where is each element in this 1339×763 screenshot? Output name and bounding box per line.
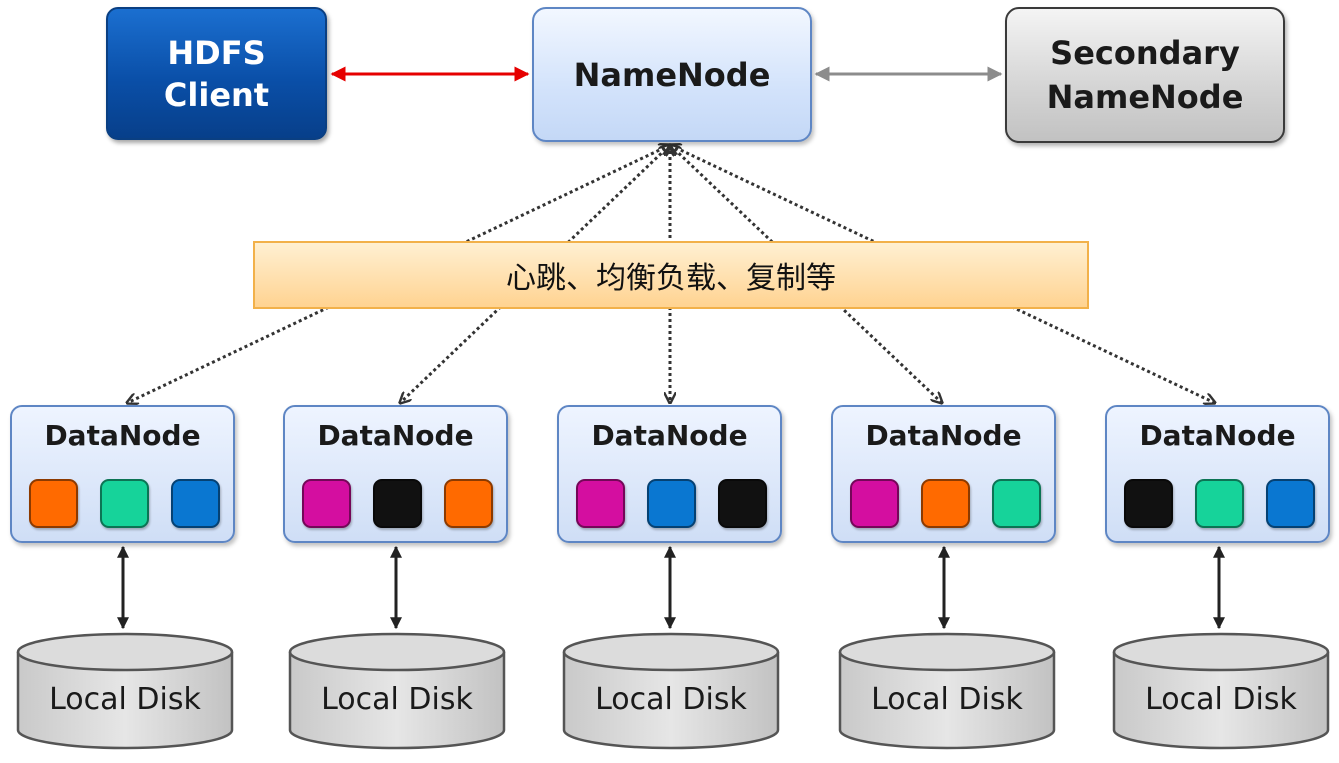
data-block xyxy=(921,479,970,528)
namenode-label: NameNode xyxy=(573,55,771,94)
data-block xyxy=(718,479,767,528)
disk-label: Local Disk xyxy=(1145,682,1297,717)
disk-cylinder-icon xyxy=(562,632,780,750)
datanode-2: DataNode xyxy=(283,405,508,543)
data-block xyxy=(576,479,625,528)
local-disk-1: Local Disk xyxy=(16,632,234,750)
data-block xyxy=(850,479,899,528)
heartbeat-banner: 心跳、均衡负载、复制等 xyxy=(253,241,1089,309)
hdfs-client-node: HDFS Client xyxy=(106,7,327,140)
data-block xyxy=(100,479,149,528)
disk-label: Local Disk xyxy=(49,682,201,717)
data-block xyxy=(1195,479,1244,528)
local-disk-4: Local Disk xyxy=(838,632,1056,750)
data-block xyxy=(29,479,78,528)
secondary-namenode-node: Secondary NameNode xyxy=(1005,7,1285,143)
datanode-5: DataNode xyxy=(1105,405,1330,543)
data-block xyxy=(444,479,493,528)
local-disk-5: Local Disk xyxy=(1112,632,1330,750)
data-block xyxy=(1124,479,1173,528)
disk-label: Local Disk xyxy=(871,682,1023,717)
data-block xyxy=(373,479,422,528)
disk-label: Local Disk xyxy=(595,682,747,717)
namenode-node: NameNode xyxy=(532,7,812,142)
block-group xyxy=(850,479,1041,529)
data-block xyxy=(302,479,351,528)
data-block xyxy=(171,479,220,528)
secondary-namenode-label: Secondary NameNode xyxy=(1046,34,1244,116)
datanode-title: DataNode xyxy=(591,419,748,452)
hdfs-client-label: HDFS Client xyxy=(163,33,270,114)
datanode-title: DataNode xyxy=(317,419,474,452)
datanode-4: DataNode xyxy=(831,405,1056,543)
local-disk-2: Local Disk xyxy=(288,632,506,750)
data-block xyxy=(992,479,1041,528)
datanode-title: DataNode xyxy=(865,419,1022,452)
datanode-3: DataNode xyxy=(557,405,782,543)
data-block xyxy=(1266,479,1315,528)
disk-cylinder-icon xyxy=(288,632,506,750)
datanode-title: DataNode xyxy=(44,419,201,452)
block-group xyxy=(576,479,767,529)
block-group xyxy=(1124,479,1315,529)
data-block xyxy=(647,479,696,528)
disk-label: Local Disk xyxy=(321,682,473,717)
block-group xyxy=(302,479,493,529)
disk-cylinder-icon xyxy=(1112,632,1330,750)
heartbeat-banner-label: 心跳、均衡负载、复制等 xyxy=(506,261,836,296)
datanode-title: DataNode xyxy=(1139,419,1296,452)
datanode-1: DataNode xyxy=(10,405,235,543)
disk-cylinder-icon xyxy=(16,632,234,750)
disk-cylinder-icon xyxy=(838,632,1056,750)
block-group xyxy=(29,479,220,529)
local-disk-3: Local Disk xyxy=(562,632,780,750)
